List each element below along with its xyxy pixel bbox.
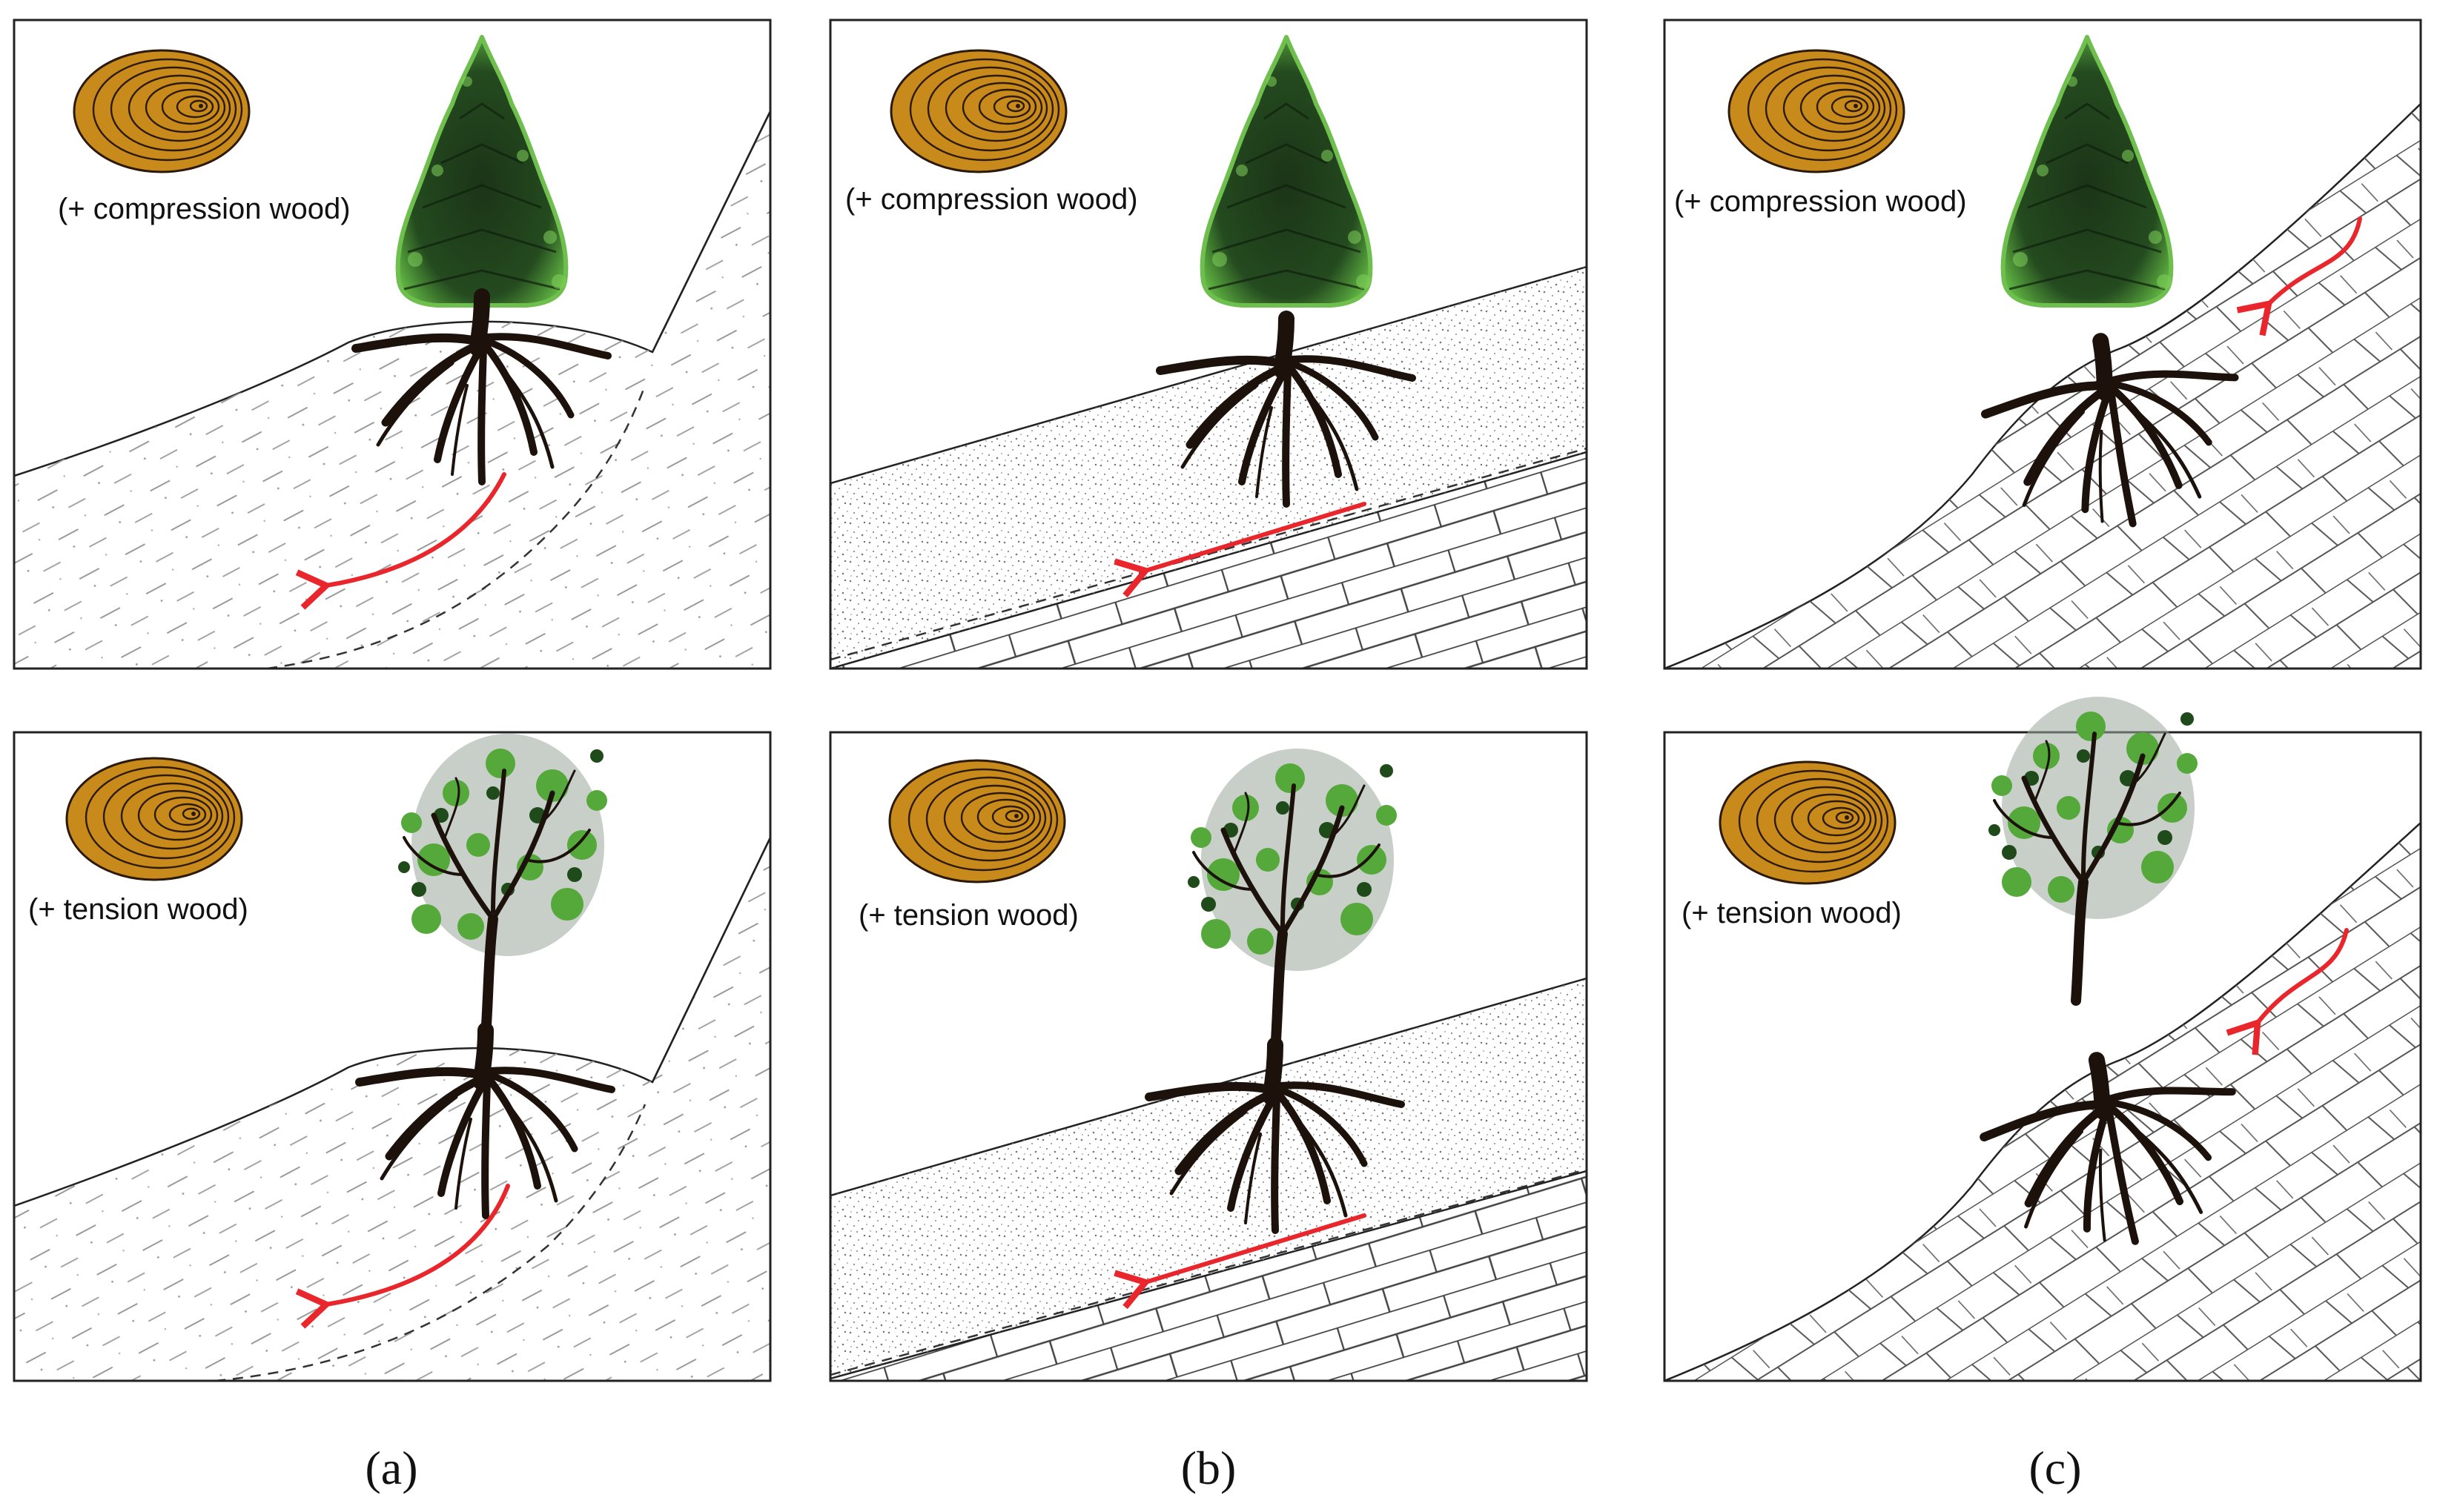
rockfall-arrow-c-bottom (2226, 928, 2349, 1055)
wood-type-label-b-bottom: (+ tension wood) (859, 899, 1079, 932)
wood-disc-b-top (890, 49, 1068, 173)
creep-arrow-a-bottom (295, 1184, 510, 1329)
wood-disc-a-bottom (65, 757, 243, 881)
wood-type-label-a-bottom: (+ tension wood) (28, 893, 248, 926)
slide-arrow-b-bottom (1114, 1213, 1366, 1310)
broadleaf-tree-b (1149, 749, 1401, 1230)
panel-b-bottom (829, 731, 1588, 1382)
broadleaf-tree-a (360, 734, 612, 1216)
slip-surface (266, 385, 647, 669)
wood-disc-c-top (1727, 49, 1905, 173)
wood-type-label-a-top: (+ compression wood) (58, 193, 351, 225)
panel-a-bottom (13, 731, 772, 1382)
wood-disc-c-bottom (1719, 760, 1897, 885)
conifer-tree-a (356, 37, 608, 482)
panel-b-top (829, 19, 1588, 670)
slide-arrow-b-top (1114, 502, 1366, 598)
caption-b: (b) (1181, 1442, 1237, 1494)
wood-disc-b-bottom (888, 759, 1066, 883)
panel-a-top (13, 19, 772, 670)
creep-arrow-a-top (295, 472, 506, 610)
wood-disc-a-top (73, 49, 251, 173)
conifer-tree-b (1160, 37, 1412, 504)
caption-c: (c) (2028, 1442, 2081, 1494)
caption-a: (a) (365, 1442, 417, 1494)
rockfall-arrow-c-top (2236, 216, 2362, 336)
wood-type-label-c-bottom: (+ tension wood) (1682, 897, 1902, 929)
wood-type-label-c-top: (+ compression wood) (1674, 185, 1967, 218)
wood-type-label-b-top: (+ compression wood) (845, 183, 1138, 216)
